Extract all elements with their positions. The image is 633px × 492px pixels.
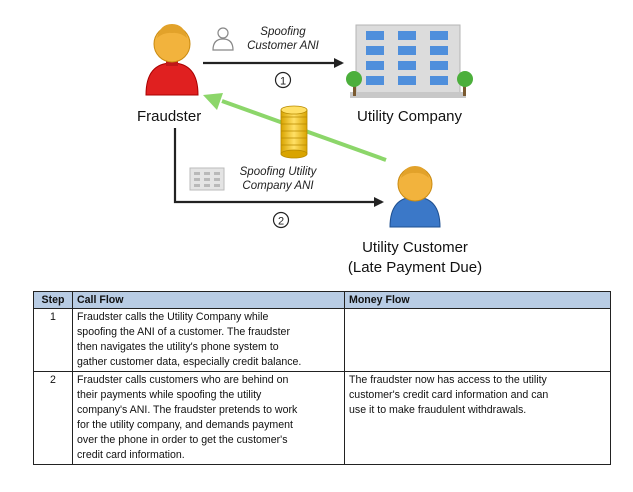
small-person-icon [212, 27, 234, 51]
cell-line: use it to make fraudulent withdrawals. [349, 404, 527, 416]
fraudster-label: Fraudster [137, 108, 202, 125]
small-building-icon [189, 167, 225, 191]
spoof-customer-line2: Customer ANI [247, 40, 319, 52]
step-marker-1: 1 [274, 71, 292, 89]
money-flow-cell [344, 308, 611, 372]
cell-line: their payments while spoofing the utilit… [77, 389, 262, 401]
customer-person-icon [389, 166, 441, 228]
cell-line: for the utility company, and demands pay… [77, 419, 293, 431]
cell-line: then navigates the utility's phone syste… [77, 341, 279, 353]
table-row: 1 Fraudster calls the Utility Company wh… [33, 308, 611, 372]
fraud-flow-diagram: 1 2 [145, 24, 473, 229]
table-header-row: Step Call Flow Money Flow [33, 291, 611, 309]
cell-line: The fraudster now has access to the util… [349, 374, 547, 386]
cell-line: company's ANI. The fraudster pretends to… [77, 404, 298, 416]
coin-stack-icon [280, 105, 308, 159]
step-cell: 2 [33, 371, 73, 465]
money-flow-column-header: Money Flow [344, 291, 611, 309]
call-flow-column-header: Call Flow [72, 291, 345, 309]
spoof-customer-line1: Spoofing [260, 26, 306, 38]
customer-line2: (Late Payment Due) [347, 259, 483, 276]
tree-icon [457, 71, 473, 96]
cell-line: Fraudster calls the Utility Company whil… [77, 311, 269, 323]
cell-line: credit card information. [77, 449, 185, 461]
fraudster-person-icon [145, 24, 199, 96]
cell-line: over the phone in order to get the custo… [77, 434, 288, 446]
call-flow-cell: Fraudster calls the Utility Company whil… [72, 308, 345, 372]
cell-line: customer's credit card information and c… [349, 389, 549, 401]
step-marker-2: 2 [272, 211, 290, 229]
spoof-utility-ani-label: Spoofing Utility Company ANI [226, 165, 330, 193]
spoof-utility-line1: Spoofing Utility [239, 166, 317, 178]
step-marker-2-text: 2 [278, 216, 284, 228]
spoof-customer-ani-label: Spoofing Customer ANI [235, 25, 331, 53]
call-arrow-2 [173, 128, 384, 207]
call-money-flow-table: Step Call Flow Money Flow 1 Fraudster ca… [33, 291, 611, 465]
cell-line: gather customer data, especially credit … [77, 356, 302, 368]
step-marker-1-text: 1 [280, 76, 286, 88]
utility-customer-label: Utility Customer (Late Payment Due) [333, 238, 497, 278]
cell-line: Fraudster calls customers who are behind… [77, 374, 289, 386]
step-column-header: Step [33, 291, 73, 309]
cell-line: spoofing the ANI of a customer. The frau… [77, 326, 290, 338]
step-cell: 1 [33, 308, 73, 372]
spoof-utility-line2: Company ANI [242, 180, 314, 192]
call-flow-cell: Fraudster calls customers who are behind… [72, 371, 345, 465]
customer-line1: Utility Customer [362, 239, 468, 256]
utility-company-building-icon [350, 24, 466, 98]
utility-company-label: Utility Company [357, 108, 463, 125]
table-row: 2 Fraudster calls customers who are behi… [33, 371, 611, 465]
money-flow-cell: The fraudster now has access to the util… [344, 371, 611, 465]
tree-icon [346, 71, 362, 96]
